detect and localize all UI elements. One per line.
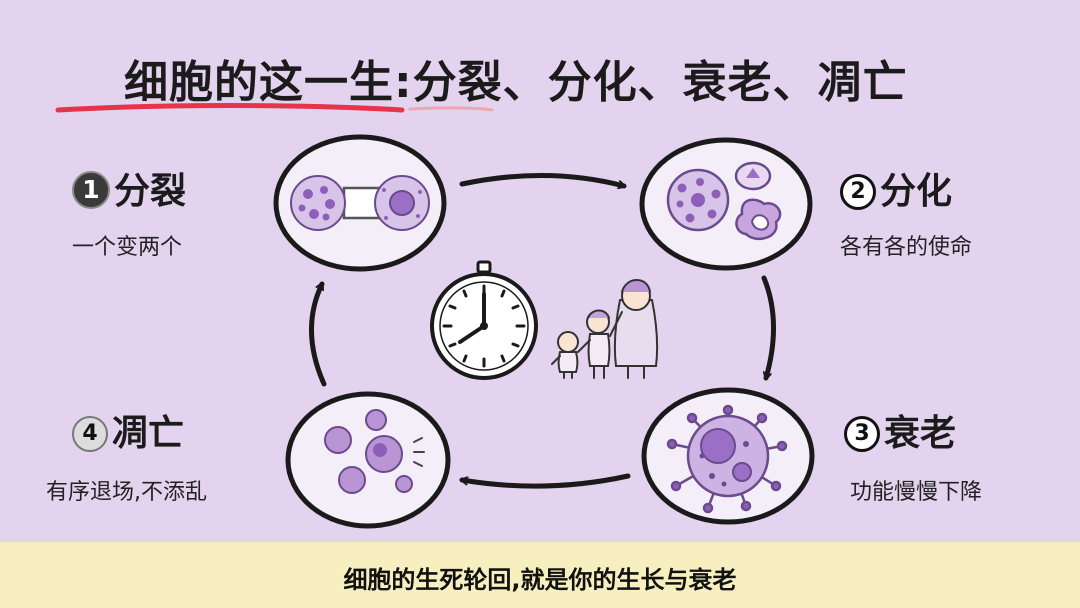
title-underline xyxy=(55,103,405,113)
arrow-division-to-differentiation xyxy=(459,172,627,186)
aging-cell-illustration xyxy=(641,387,815,525)
stage-number-4-badge: 4 xyxy=(72,416,108,452)
stage-differentiation-title: 分化 xyxy=(880,171,953,212)
arrow-apoptosis-to-division xyxy=(309,281,327,387)
apoptosis-cell-illustration xyxy=(285,391,451,529)
page-title: 细胞的这一生:分裂、分化、衰老、凋亡 xyxy=(124,57,908,108)
division-cell-illustration xyxy=(273,134,447,272)
stage-number-2-badge: 2 xyxy=(840,174,876,210)
title-underline-faint xyxy=(408,106,494,112)
stage-aging-desc: 功能慢慢下降 xyxy=(850,480,983,505)
stage-aging-title: 衰老 xyxy=(884,413,957,454)
stage-apoptosis-title: 凋亡 xyxy=(112,413,185,454)
stage-number-1-badge: 1 xyxy=(72,171,110,209)
arrow-aging-to-apoptosis xyxy=(459,473,631,489)
differentiation-cell-illustration xyxy=(639,137,813,271)
stage-apoptosis-desc: 有序退场,不添乱 xyxy=(46,480,207,505)
stage-division-title: 分裂 xyxy=(114,171,187,212)
stage-number-3-badge: 3 xyxy=(844,416,880,452)
arrow-differentiation-to-aging xyxy=(761,275,777,381)
stage-division-desc: 一个变两个 xyxy=(72,235,183,260)
bottom-caption: 细胞的生死轮回,就是你的生长与衰老 xyxy=(343,566,737,594)
caption-bar xyxy=(0,542,1080,608)
family-icon xyxy=(551,279,659,379)
clock-icon xyxy=(430,260,538,380)
stage-differentiation-desc: 各有各的使命 xyxy=(840,235,973,260)
